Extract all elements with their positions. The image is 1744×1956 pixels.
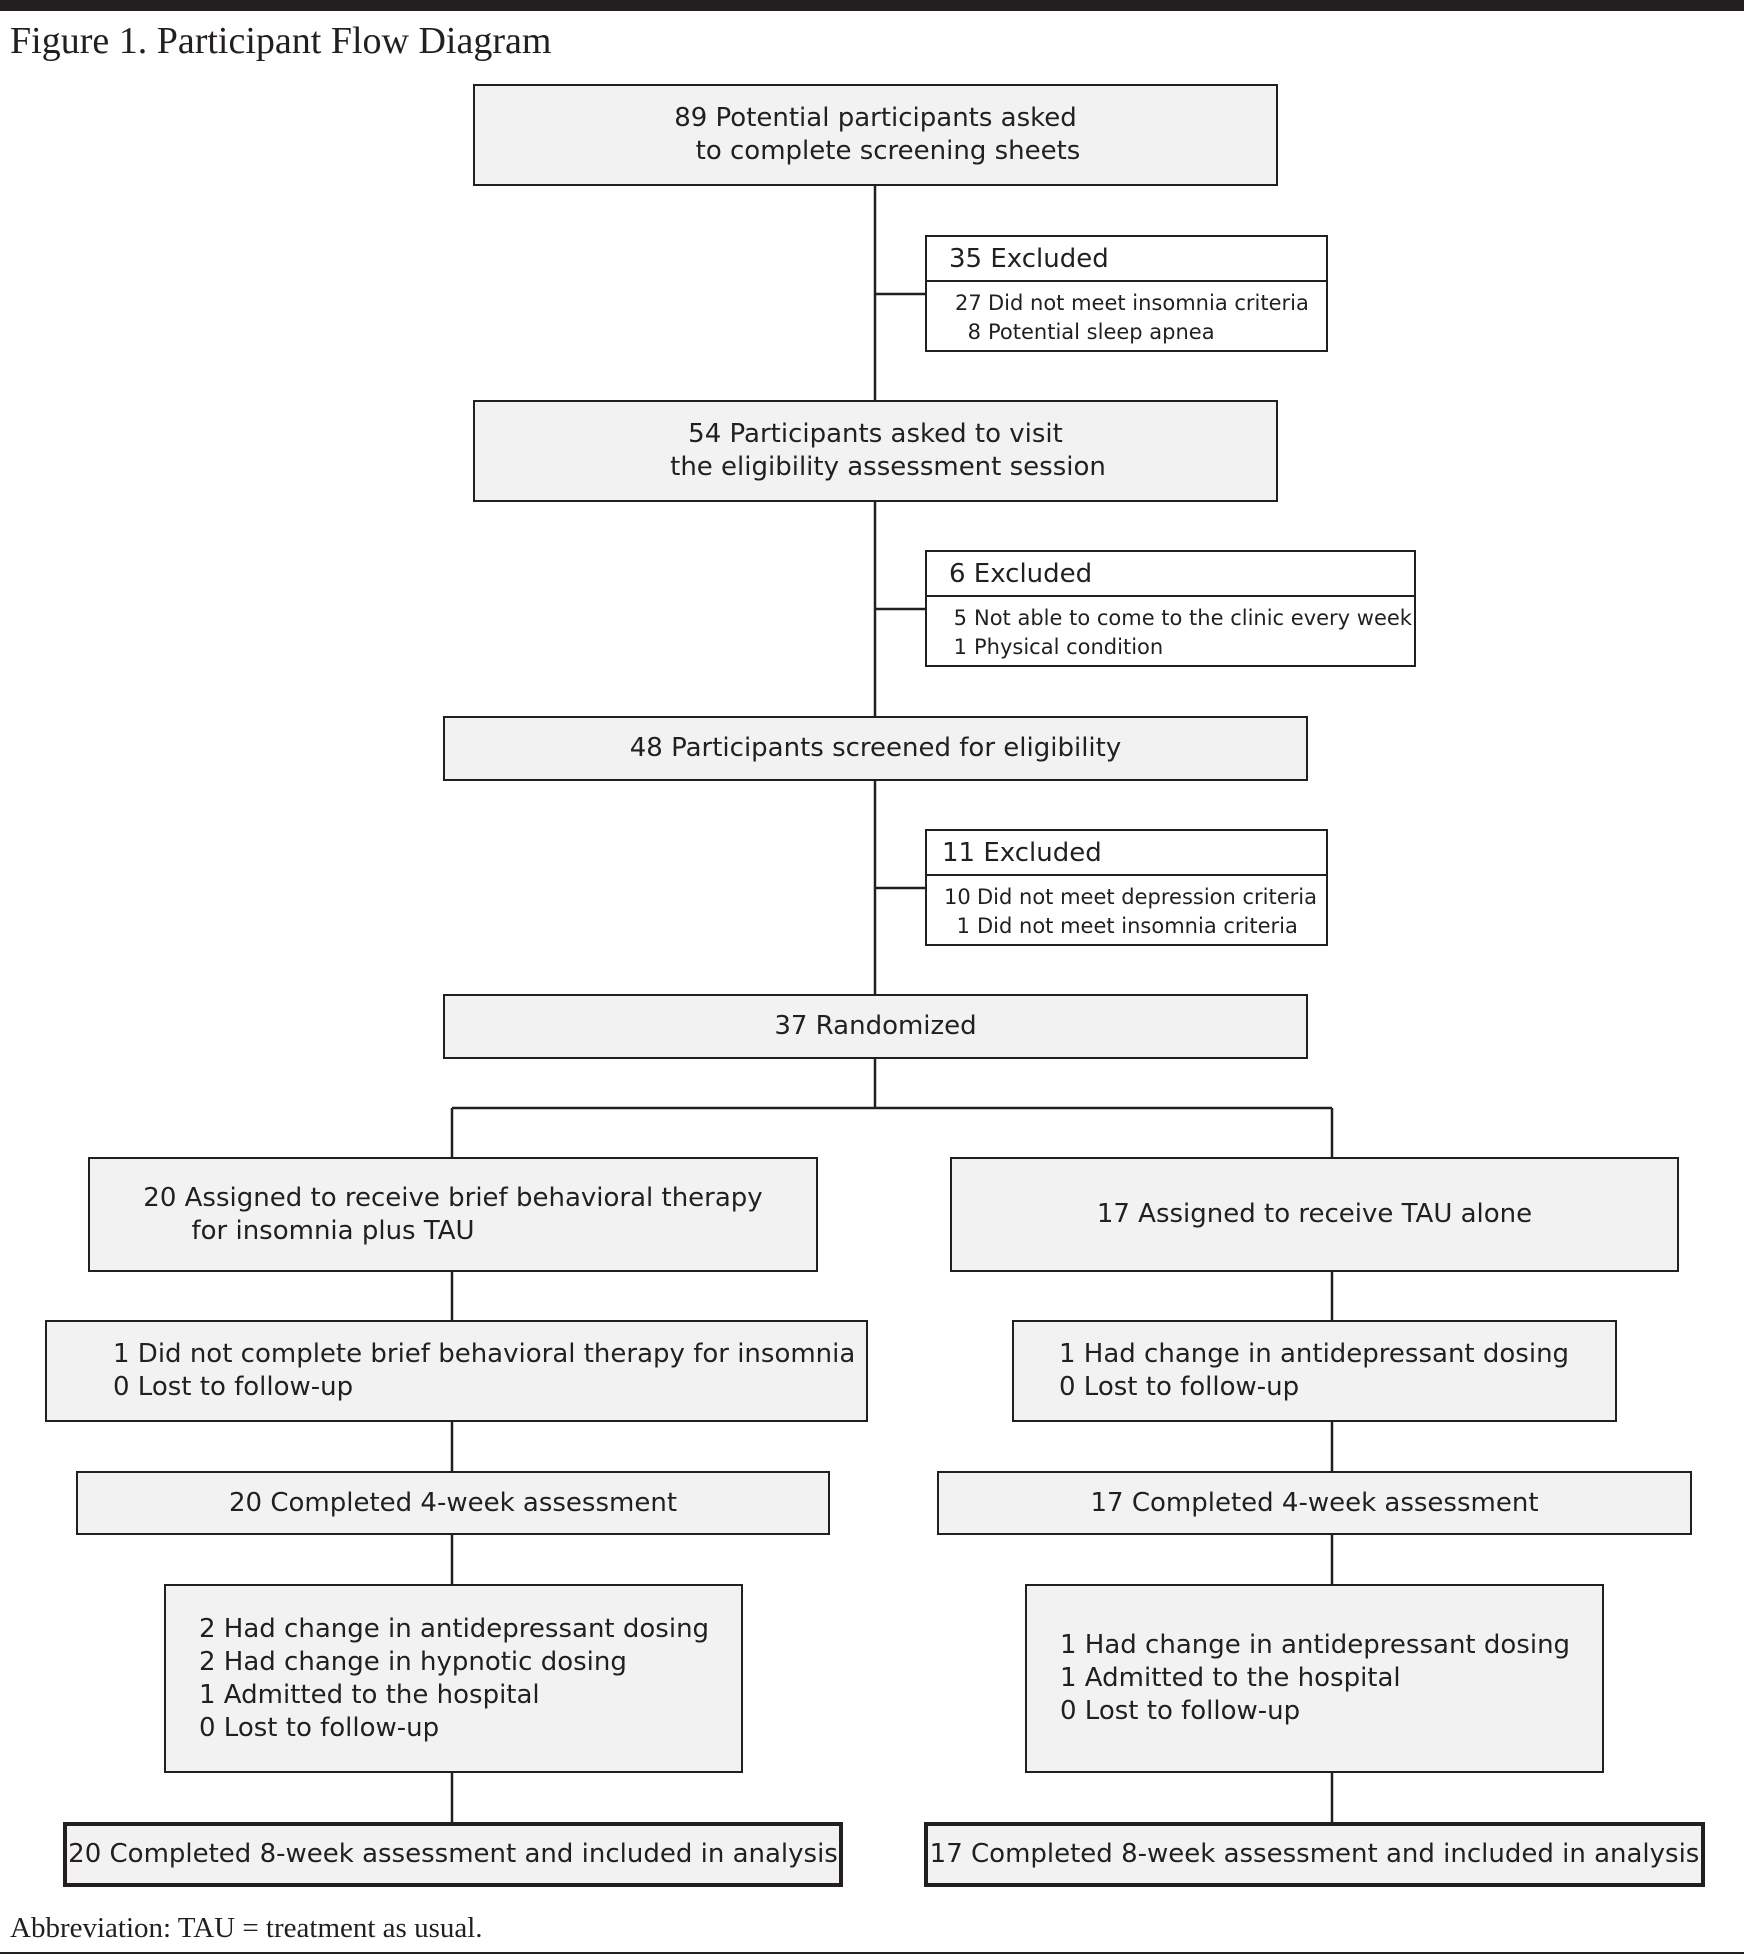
excluded-reason-row: 8 Potential sleep apnea: [955, 318, 1326, 347]
figure-title: Figure 1. Participant Flow Diagram: [10, 20, 552, 62]
excluded-count: 5: [953, 606, 967, 630]
eligibility-box: 48 Participants screened for eligibility: [443, 716, 1308, 781]
bbti-assigned-line-1: 20 Assigned to receive brief behavioral …: [143, 1182, 763, 1213]
excluded-reason-row: 5 Not able to come to the clinic every we…: [953, 604, 1414, 633]
tau-week8-box: 17 Completed 8-week assessment and inclu…: [924, 1822, 1705, 1887]
footnote: Abbreviation: TAU = treatment as usual.: [10, 1912, 483, 1944]
tau-week4-box: 17 Completed 4-week assessment: [937, 1471, 1692, 1535]
bbti-assigned-line-2: for insomnia plus TAU: [191, 1215, 475, 1246]
excluded-header-3: 11 Excluded: [927, 831, 1326, 876]
bbti-event-line: 0 Lost to follow-up: [199, 1712, 440, 1743]
bbti-event-line: 0 Lost to follow-up: [113, 1372, 354, 1402]
bbti-week4-text: 20 Completed 4-week assessment: [228, 1487, 678, 1518]
excluded-reason-row: 1 Did not meet insomnia criteria: [944, 912, 1326, 941]
tau-event-line: 0 Lost to follow-up: [1059, 1372, 1300, 1402]
tau-event-line: 0 Lost to follow-up: [1060, 1696, 1301, 1726]
tau-event-line: 1 Admitted to the hospital: [1060, 1663, 1401, 1693]
screening-line-1: 89 Potential participants asked: [674, 103, 1077, 133]
visit-line-1: 54 Participants asked to visit: [688, 419, 1063, 449]
randomized-box: 37 Randomized: [443, 994, 1308, 1059]
tau-event-line: 1 Had change in antidepressant dosing: [1060, 1630, 1571, 1660]
excluded-reason: Not able to come to the clinic every wee…: [974, 606, 1412, 630]
tau-event-line: 1 Had change in antidepressant dosing: [1059, 1339, 1570, 1369]
excluded-count: 8: [967, 320, 981, 344]
tau-assigned-box: 17 Assigned to receive TAU alone: [950, 1157, 1679, 1272]
excluded-header-2: 6 Excluded: [927, 552, 1414, 597]
excluded-count: 27: [955, 291, 982, 315]
tau-events-box-1: 1 Had change in antidepressant dosing 0 …: [1012, 1320, 1617, 1422]
tau-assigned-text: 17 Assigned to receive TAU alone: [1096, 1199, 1533, 1229]
excluded-count: 1: [953, 635, 967, 659]
bottom-rule: [0, 1952, 1744, 1954]
bbti-event-line: 2 Had change in hypnotic dosing: [199, 1646, 627, 1677]
excluded-reason: Physical condition: [974, 635, 1164, 659]
tau-week8-text: 17 Completed 8-week assessment and inclu…: [929, 1839, 1700, 1869]
bbti-event-line: 1 Admitted to the hospital: [199, 1679, 540, 1710]
visit-box: 54 Participants asked to visit the eligi…: [473, 400, 1278, 502]
bbti-event-line: 1 Did not complete brief behavioral ther…: [113, 1339, 856, 1369]
bbti-events-box-2: 2 Had change in antidepressant dosing 2 …: [164, 1584, 743, 1773]
tau-events-box-2: 1 Had change in antidepressant dosing 1 …: [1025, 1584, 1604, 1773]
excluded-reason-row: 1 Physical condition: [953, 633, 1414, 662]
screening-line-2: to complete screening sheets: [695, 136, 1081, 166]
excluded-count: 10: [944, 885, 971, 909]
bbti-assigned-box: 20 Assigned to receive brief behavioral …: [88, 1157, 818, 1272]
excluded-reason: Did not meet insomnia criteria: [977, 914, 1298, 938]
visit-line-2: the eligibility assessment session: [670, 452, 1106, 482]
bbti-events-box-1: 1 Did not complete brief behavioral ther…: [45, 1320, 868, 1422]
top-rule: [0, 0, 1744, 11]
bbti-event-line: 2 Had change in antidepressant dosing: [199, 1613, 710, 1644]
excluded-reasons-2: 5 Not able to come to the clinic every we…: [927, 597, 1414, 662]
excluded-box-2: 6 Excluded 5 Not able to come to the clin…: [925, 550, 1416, 667]
excluded-reason: Did not meet depression criteria: [977, 885, 1318, 909]
eligibility-text: 48 Participants screened for eligibility: [629, 733, 1122, 763]
excluded-header-1: 35 Excluded: [927, 237, 1326, 282]
tau-week4-text: 17 Completed 4-week assessment: [1090, 1487, 1539, 1518]
excluded-reason: Did not meet insomnia criteria: [988, 291, 1309, 315]
randomized-text: 37 Randomized: [774, 1011, 977, 1041]
screening-box: 89 Potential participants asked to compl…: [473, 84, 1278, 186]
excluded-count: 1: [956, 914, 970, 938]
excluded-reason: Potential sleep apnea: [988, 320, 1215, 344]
bbti-week8-text: 20 Completed 8-week assessment and inclu…: [68, 1839, 838, 1869]
bbti-week8-box: 20 Completed 8-week assessment and inclu…: [63, 1822, 843, 1887]
bbti-week4-box: 20 Completed 4-week assessment: [76, 1471, 830, 1535]
